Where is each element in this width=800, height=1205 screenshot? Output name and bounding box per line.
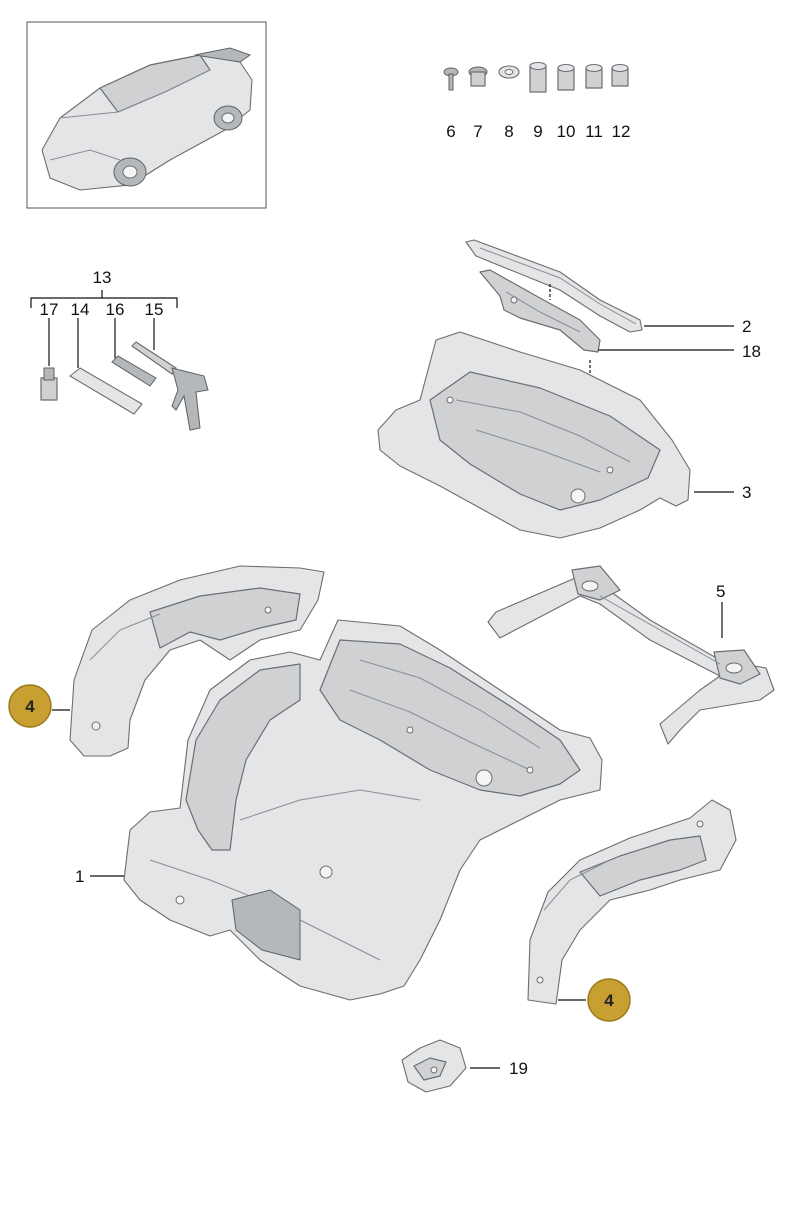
callout-8: 8 [504,122,513,141]
callout-10: 10 [557,122,576,141]
callout-4-right: 4 [604,991,614,1010]
callout-6: 6 [446,122,455,141]
callout-18: 18 [742,342,761,361]
callout-11: 11 [585,122,603,141]
sealant-tools [30,290,209,431]
badge-4-right: 4 [587,978,631,1022]
crossmember-2 [465,239,643,333]
tube-14 [69,318,143,415]
spacer-11 [585,63,603,89]
callout-12: 12 [612,122,631,141]
callout-16: 16 [106,300,125,319]
callout-13: 13 [93,268,112,287]
rear-floor-assembly-1 [123,619,603,1001]
gun-15 [131,318,209,431]
spacer-12 [611,63,629,87]
nut-7 [468,66,488,87]
callout-7: 7 [473,122,482,141]
bracket-19 [401,1039,467,1093]
cap-17 [40,318,58,401]
callout-3: 3 [742,483,751,502]
callout-1: 1 [75,867,84,886]
vehicle-thumbnail [26,21,267,209]
rear-panel-3 [377,331,691,539]
callout-labels: 6 7 8 9 10 11 12 13 17 14 16 15 2 18 3 5… [40,122,761,1078]
callout-17: 17 [40,300,59,319]
spacer-9 [529,61,547,93]
spacer-10 [557,63,575,91]
callout-4-left: 4 [25,697,35,716]
callout-2: 2 [742,317,751,336]
bracket-18 [479,269,601,353]
callout-19: 19 [509,1059,528,1078]
callout-15: 15 [145,300,164,319]
wheel-arch-right [527,799,737,1005]
callout-5: 5 [716,582,725,601]
badge-4-left: 4 [8,684,52,728]
washer-8 [498,65,520,79]
nozzle-16 [111,318,157,387]
hardware-row [443,61,629,93]
screw-6 [443,67,459,91]
callout-9: 9 [533,122,542,141]
frame-5 [487,565,775,745]
callout-14: 14 [71,300,90,319]
leader-lines [52,325,734,1069]
wheel-arch-left [69,565,325,757]
